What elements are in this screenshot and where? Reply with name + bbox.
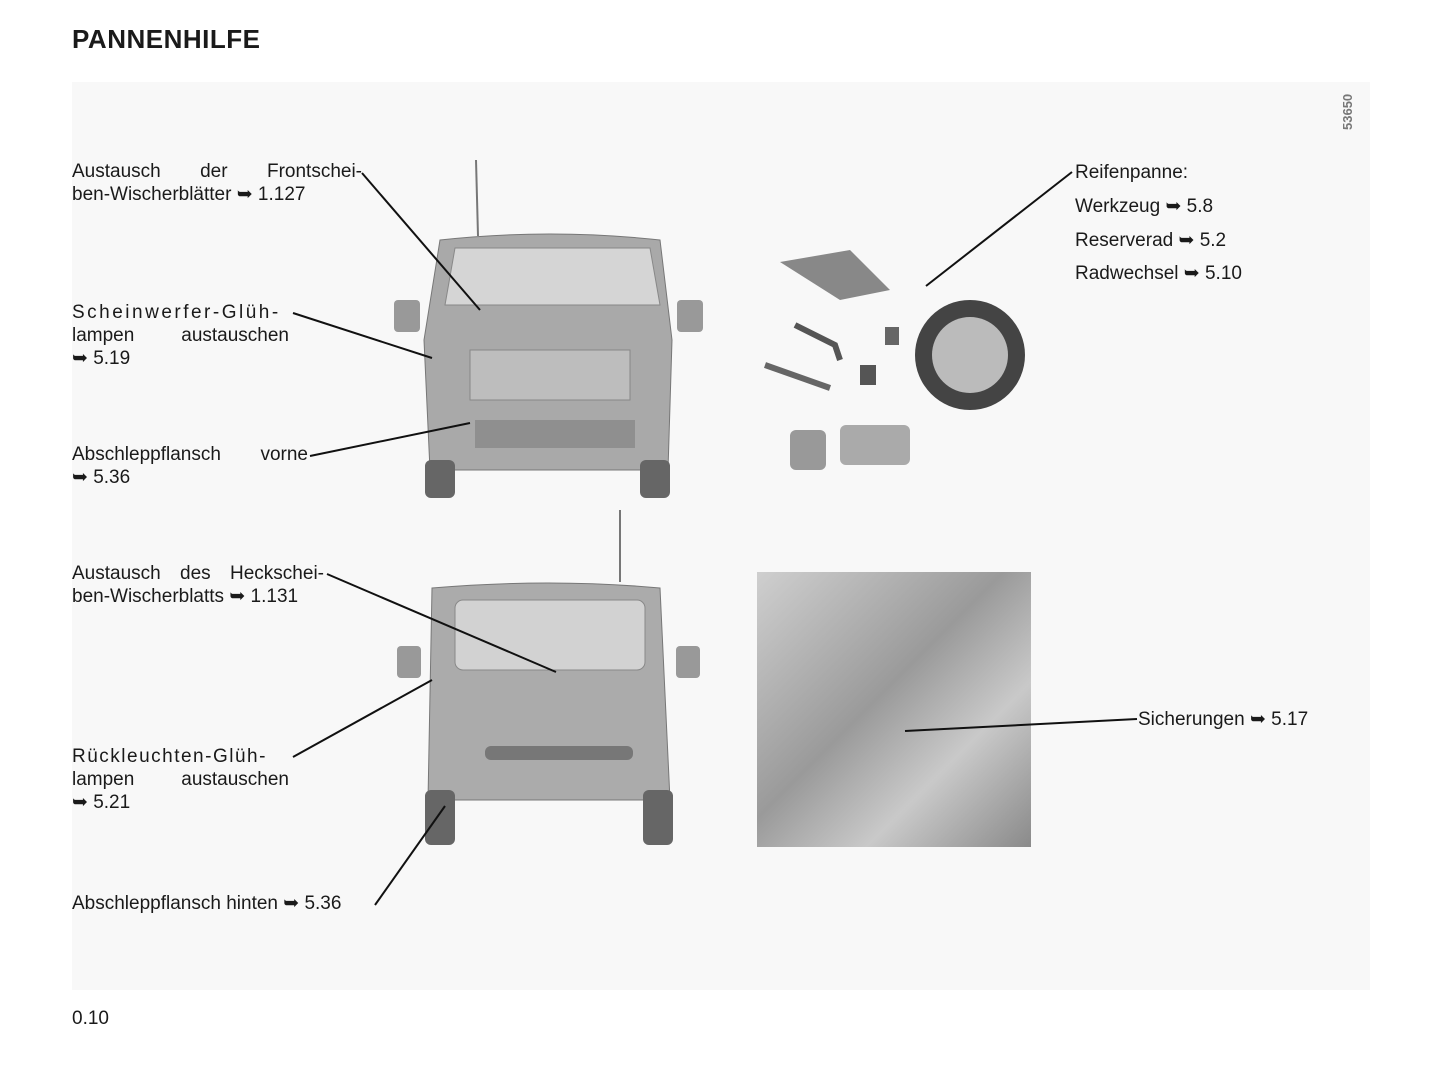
label-line: lampen austauschen — [72, 325, 289, 346]
label-tyre-spare: Reserverad ➥ 5.2 — [1075, 230, 1227, 251]
page-number: 0.10 — [72, 1008, 109, 1029]
label-tyre-heading: Reifenpanne: — [1075, 162, 1189, 183]
rear-van-illustration — [397, 510, 700, 845]
label-rear-wiper-ref: ben-Wischerblatts ➥ 1.131 — [72, 586, 299, 607]
front-van-illustration — [394, 159, 703, 498]
label-front-tow: Abschleppflansch vorne — [72, 443, 308, 466]
label-headlamp-line2: lampen austauschen — [72, 324, 289, 347]
label-tyre-tools: Werkzeug ➥ 5.8 — [1075, 196, 1214, 217]
label-rear-lamp-line2: lampen austauschen — [72, 768, 289, 791]
label-rear-wiper: Austausch des Heckschei- — [72, 562, 324, 585]
label-front-wiper-ref: ben-Wischerblätter ➥ 1.127 — [72, 184, 306, 205]
label-front-wiper: Austausch der Frontschei- — [72, 160, 362, 183]
tyre-tools-illustration — [763, 250, 1025, 470]
label-headlamp: Scheinwerfer-Glüh- — [72, 302, 281, 323]
label-rear-lamp: Rückleuchten-Glüh- — [72, 746, 267, 767]
label-front-tow-ref: ➥ 5.36 — [72, 467, 131, 488]
leader-lines — [292, 171, 1138, 906]
label-rear-lamp-ref: ➥ 5.21 — [72, 792, 131, 813]
label-line: Abschleppflansch vorne — [72, 444, 308, 465]
label-fuses: Sicherungen ➥ 5.17 — [1138, 709, 1309, 730]
label-rear-tow: Abschleppflansch hinten ➥ 5.36 — [72, 893, 342, 914]
label-line: Austausch des Heckschei- — [72, 563, 324, 584]
label-line: lampen austauschen — [72, 769, 289, 790]
dashboard-photo — [757, 572, 1031, 847]
label-headlamp-ref: ➥ 5.19 — [72, 348, 131, 369]
illustration-panel — [72, 82, 1370, 990]
page-title: PANNENHILFE — [72, 24, 261, 54]
label-line: Austausch der Frontschei- — [72, 161, 362, 182]
label-tyre-change: Radwechsel ➥ 5.10 — [1075, 263, 1242, 284]
